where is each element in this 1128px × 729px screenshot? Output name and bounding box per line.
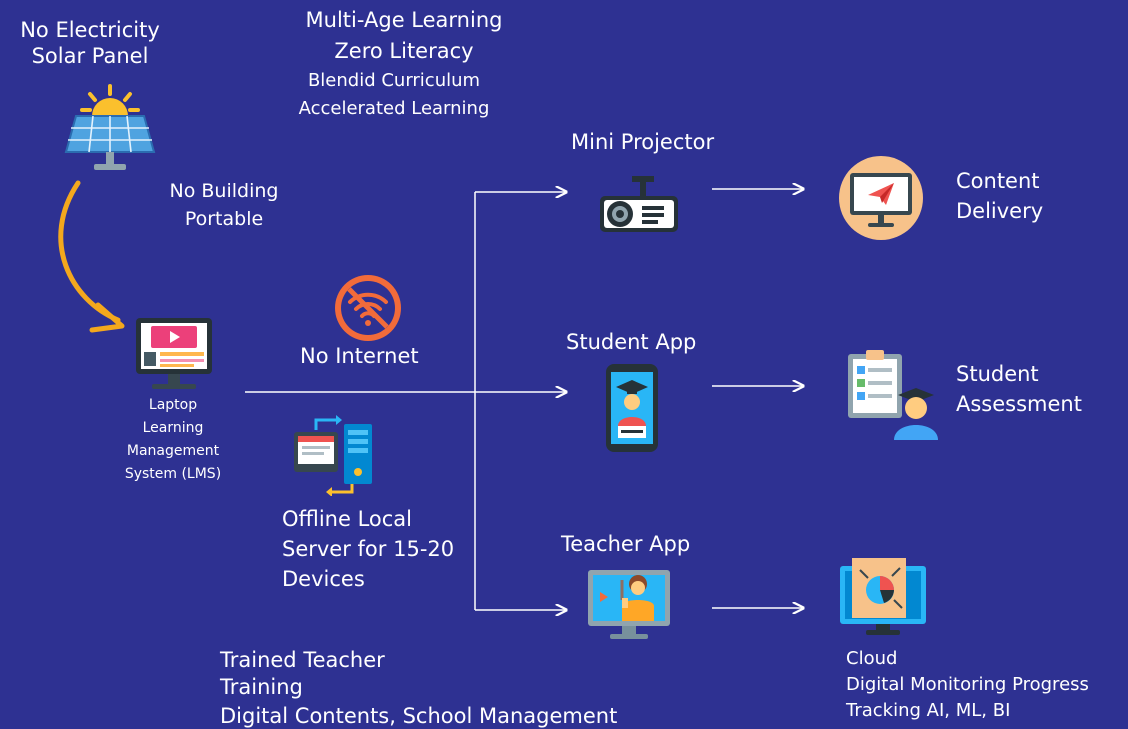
cloud-line2: Digital Monitoring Progress (846, 674, 1089, 695)
clipboard-student-icon (848, 350, 938, 440)
building-line1: No Building (169, 180, 279, 202)
learning-line1: Multi-Age Learning (305, 8, 503, 32)
student-app-label: Student App (566, 330, 697, 354)
learning-line2: Zero Literacy (334, 39, 474, 63)
cloud-line3: Tracking AI, ML, BI (846, 700, 1011, 721)
learning-line4: Accelerated Learning (298, 98, 490, 119)
solar-panel-icon (64, 84, 156, 170)
server-line3: Devices (282, 567, 365, 591)
analytics-monitor-icon (840, 558, 926, 635)
laptop-line1: Laptop (148, 397, 198, 413)
training-line1: Trained Teacher (220, 648, 385, 672)
phone-student-icon (606, 364, 658, 452)
projector-icon (600, 176, 678, 232)
projector-label: Mini Projector (571, 130, 715, 154)
assessment-line2: Assessment (956, 392, 1082, 416)
content-line1: Content (956, 169, 1040, 193)
teacher-app-label: Teacher App (561, 532, 691, 556)
curved-arrow (58, 180, 121, 323)
power-title: No Electricity (20, 18, 160, 42)
server-line2: Server for 15-20 (282, 537, 455, 561)
training-line3: Digital Contents, School Management (220, 704, 618, 728)
monitor-teacher-icon (588, 570, 670, 639)
laptop-line4: System (LMS) (124, 466, 222, 482)
curved-arrow-head (89, 302, 125, 333)
server-line1: Offline Local (282, 507, 412, 531)
no-wifi-icon (335, 275, 401, 341)
monitor-paper-plane-icon (839, 156, 923, 240)
building-line2: Portable (184, 208, 264, 230)
internet-label: No Internet (300, 344, 419, 368)
laptop-line2: Learning (142, 420, 204, 436)
content-line2: Delivery (956, 199, 1044, 223)
cloud-line1: Cloud (846, 648, 898, 669)
server-sync-icon (294, 415, 372, 496)
training-line2: Training (220, 675, 303, 699)
learning-line3: Blendid Curriculum (307, 70, 481, 91)
assessment-line1: Student (956, 362, 1039, 386)
laptop-video-icon (136, 318, 212, 389)
laptop-line3: Management (126, 443, 220, 459)
power-subtitle: Solar Panel (31, 44, 149, 68)
